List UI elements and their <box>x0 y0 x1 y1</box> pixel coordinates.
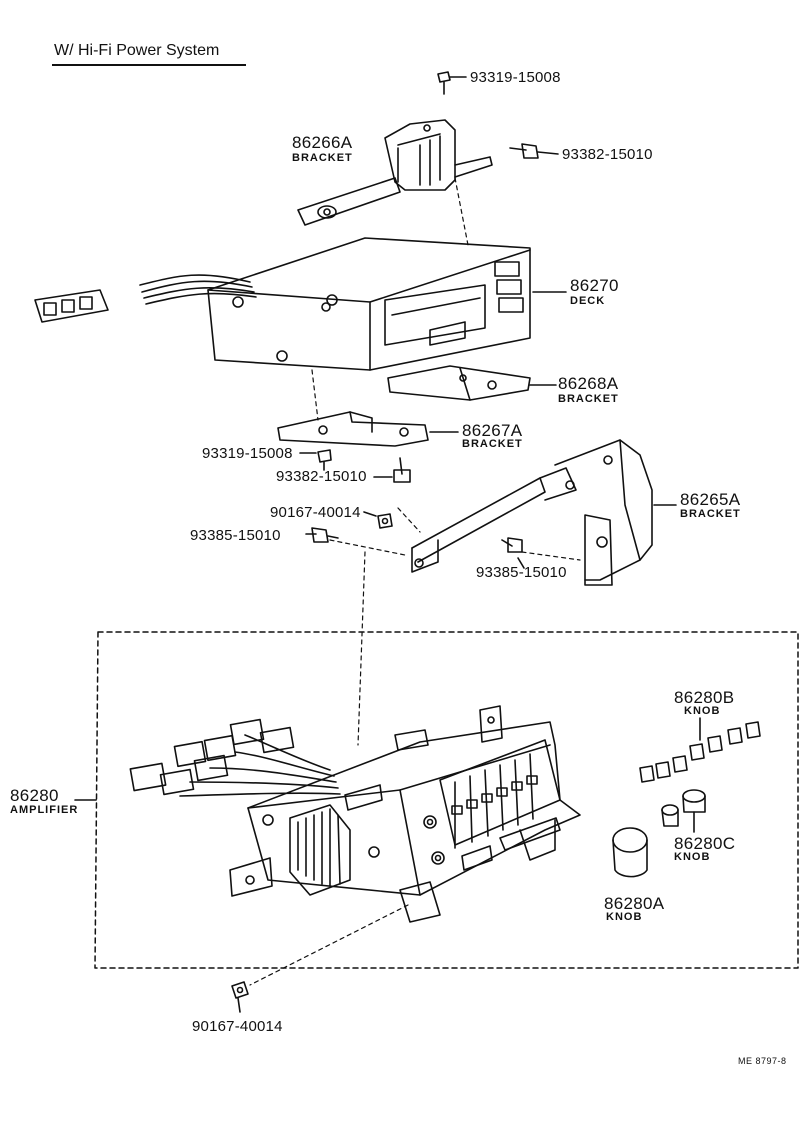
label-90167-40014-mid: 90167-40014 <box>270 504 361 521</box>
label-90167-40014-bottom: 90167-40014 <box>192 1018 283 1035</box>
label-93385-15010-right: 93385-15010 <box>476 564 567 581</box>
deck-86270-drawing <box>34 237 531 371</box>
label-93319-15008-top: 93319-15008 <box>470 69 561 86</box>
label-86266a-name: BRACKET <box>292 152 353 164</box>
label-86268a-number: 86268A <box>558 374 619 393</box>
label-86280b-number: 86280B <box>674 688 735 707</box>
nut-90167-bottom-drawing <box>231 981 249 1013</box>
bolt-93382-top-drawing <box>509 143 559 159</box>
diagram-code: ME 8797-8 <box>738 1056 787 1066</box>
bracket-86267a-drawing <box>277 411 429 447</box>
label-93382-15010-mid: 93382-15010 <box>276 468 367 485</box>
label-86280a-name: KNOB <box>606 911 643 923</box>
bolt-93385-left-drawing <box>305 527 339 543</box>
diagram-title: W/ Hi-Fi Power System <box>54 42 220 59</box>
bolt-93382-mid-drawing <box>373 457 411 483</box>
knob-86280a-drawing <box>612 827 648 878</box>
label-86268a-name: BRACKET <box>558 393 619 405</box>
dashed-leaders <box>249 177 581 986</box>
label-86280a-number: 86280A <box>604 894 665 913</box>
label-93319-15008-mid: 93319-15008 <box>202 445 293 462</box>
screw-93319-top-drawing <box>437 71 467 95</box>
label-86280b-name: KNOB <box>684 705 721 717</box>
label-93382-15010-top: 93382-15010 <box>562 146 653 163</box>
label-86280c-number: 86280C <box>674 834 736 853</box>
label-86270-number: 86270 <box>570 276 619 295</box>
amplifier-frame <box>94 631 799 969</box>
label-86280c-name: KNOB <box>674 851 711 863</box>
knob-86280b-set-drawing <box>639 721 761 783</box>
amplifier-86280-drawing <box>129 705 581 923</box>
label-93385-15010-left: 93385-15010 <box>190 527 281 544</box>
title-underline <box>52 64 246 66</box>
nut-90167-mid-drawing <box>363 511 393 529</box>
bracket-86265a-drawing <box>411 439 653 586</box>
label-86265a-name: BRACKET <box>680 508 741 520</box>
label-86267a-name: BRACKET <box>462 438 523 450</box>
label-86270-name: DECK <box>570 295 606 307</box>
label-86280-number: 86280 <box>10 786 59 805</box>
screw-93319-mid-drawing <box>299 449 332 471</box>
bracket-86268a-drawing <box>387 365 531 401</box>
label-86267a-number: 86267A <box>462 421 523 440</box>
label-86280-name: AMPLIFIER <box>10 804 79 816</box>
label-86265a-number: 86265A <box>680 490 741 509</box>
knob-86280c-drawing <box>661 789 706 827</box>
label-86266a-number: 86266A <box>292 133 353 152</box>
